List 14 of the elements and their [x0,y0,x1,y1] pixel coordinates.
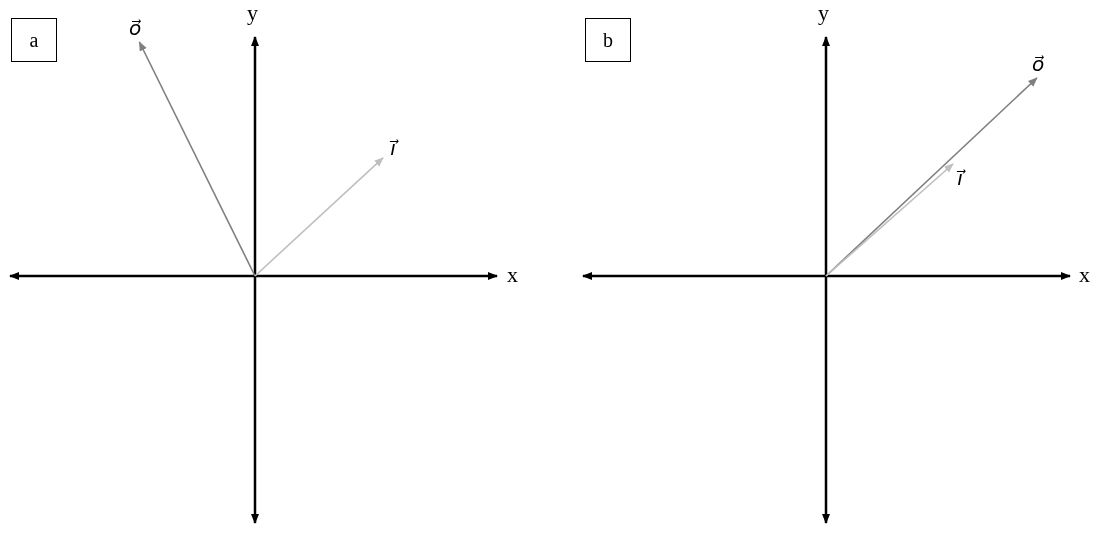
vector-label: ı⃗ [950,164,970,192]
vector-arrow [138,41,256,277]
vector-arrow [825,163,954,277]
axis-label: y [247,2,258,24]
vector-label: o⃗ [124,14,146,42]
vector-label: o⃗ [1027,50,1049,78]
vector-label: ı⃗ [383,134,403,162]
axis-label: y [818,2,829,24]
axis-label: x [507,264,518,286]
panel-label: b [585,18,631,62]
panel-label: a [11,18,57,62]
vector-arrow [254,157,384,277]
axis-label: x [1079,264,1090,286]
vector-arrow [825,77,1038,277]
